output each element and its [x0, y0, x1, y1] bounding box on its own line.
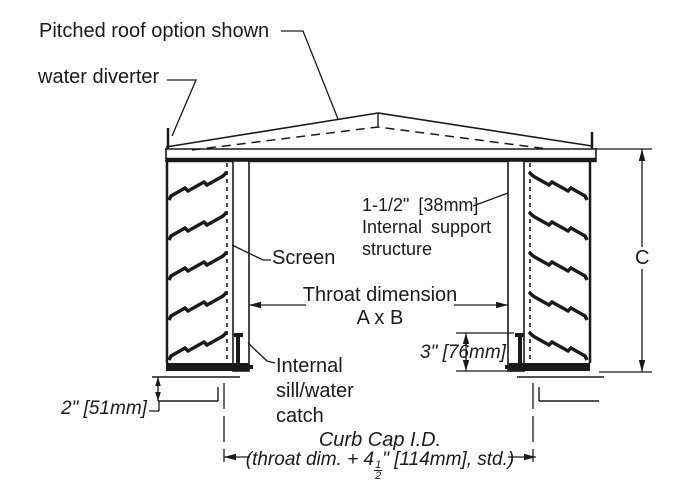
dim-2in	[149, 377, 161, 412]
throat-dimension-label: Throat dimension A x B	[260, 284, 500, 330]
cap-band-ends	[165, 148, 597, 162]
skirt-lines-right	[517, 376, 604, 402]
sill-profile-right	[505, 333, 524, 369]
leader-sill	[247, 342, 276, 364]
screen-label: Screen	[272, 247, 336, 269]
louver-assembly-right	[507, 160, 592, 372]
dim-curb-cap	[224, 453, 536, 461]
louver-blade	[527, 290, 589, 321]
sill-line2: sill/water	[276, 380, 354, 402]
skirt-lines-left	[152, 376, 240, 402]
arrowhead-up	[638, 149, 646, 161]
louver-blades-left	[167, 170, 229, 361]
louver-blade	[167, 290, 229, 321]
arrowhead-down	[638, 360, 646, 372]
throat-title: Throat dimension	[302, 284, 458, 306]
louver-assembly-left	[165, 160, 250, 372]
louver-blade	[167, 210, 229, 241]
leader-support	[472, 192, 509, 207]
internal-sill-water-catch-right	[505, 333, 524, 369]
louver-blade	[167, 330, 229, 361]
louver-blade	[167, 250, 229, 281]
curb-cap-id-label: Curb Cap I.D.	[318, 429, 442, 451]
arrowhead-down	[155, 392, 161, 401]
dim-3in	[456, 332, 520, 372]
arrowhead-right	[524, 453, 536, 461]
roof-outline	[165, 112, 593, 148]
louver-blade	[527, 330, 589, 361]
sill-line1: Internal	[276, 355, 343, 377]
louver-blade	[527, 170, 589, 201]
arrowhead-up	[155, 377, 161, 386]
curb-note-suffix: " [114mm], std.)	[382, 449, 515, 470]
arrowhead-right	[496, 301, 508, 309]
support-name-line2: structure	[362, 239, 433, 259]
pitched-roof	[165, 112, 593, 151]
arrowhead-left	[249, 301, 261, 309]
dim-2in-label: 2" [51mm]	[61, 398, 147, 419]
dim-throat	[249, 301, 508, 309]
roof-inner-dashed-line	[191, 126, 549, 151]
support-column-left	[232, 160, 250, 372]
pitched-roof-label: Pitched roof option shown	[39, 20, 270, 42]
louver-blade	[527, 250, 589, 281]
support-dim-text: 1-1/2" [38mm]	[362, 195, 479, 215]
curb-skirt-left	[152, 376, 240, 462]
dim-c-label: C	[632, 247, 653, 269]
arrowhead-down	[462, 360, 470, 371]
leader-screen	[231, 244, 271, 261]
leader-water-diverter	[167, 79, 197, 137]
callout-leaders	[167, 30, 509, 364]
internal-support-label: 1-1/2" [38mm] Internal support structure	[362, 194, 491, 260]
louver-blade	[167, 170, 229, 201]
support-name-line1: Internal support	[362, 217, 492, 237]
arrowhead-left	[224, 453, 236, 461]
fraction-denominator: 2	[375, 470, 382, 482]
curb-skirt-right	[517, 376, 604, 462]
sill-line3: catch	[276, 405, 324, 427]
fraction-numerator: 1	[374, 459, 383, 471]
louver-blade	[527, 210, 589, 241]
internal-sill-water-catch-left	[234, 333, 253, 369]
curb-note-prefix: (throat dim. + 4	[245, 449, 375, 470]
water-diverter-label: water diverter	[38, 66, 160, 88]
dim-3in-label: 3" [76mm]	[420, 342, 506, 363]
internal-sill-label: Internal sill/water catch	[276, 354, 354, 429]
louver-blades-right	[527, 170, 589, 361]
leader-pitched-roof	[281, 30, 339, 120]
sill-profile-left	[234, 333, 253, 369]
cap-band	[165, 128, 597, 163]
throat-value: A x B	[356, 307, 404, 329]
arrowhead-up	[462, 333, 470, 344]
